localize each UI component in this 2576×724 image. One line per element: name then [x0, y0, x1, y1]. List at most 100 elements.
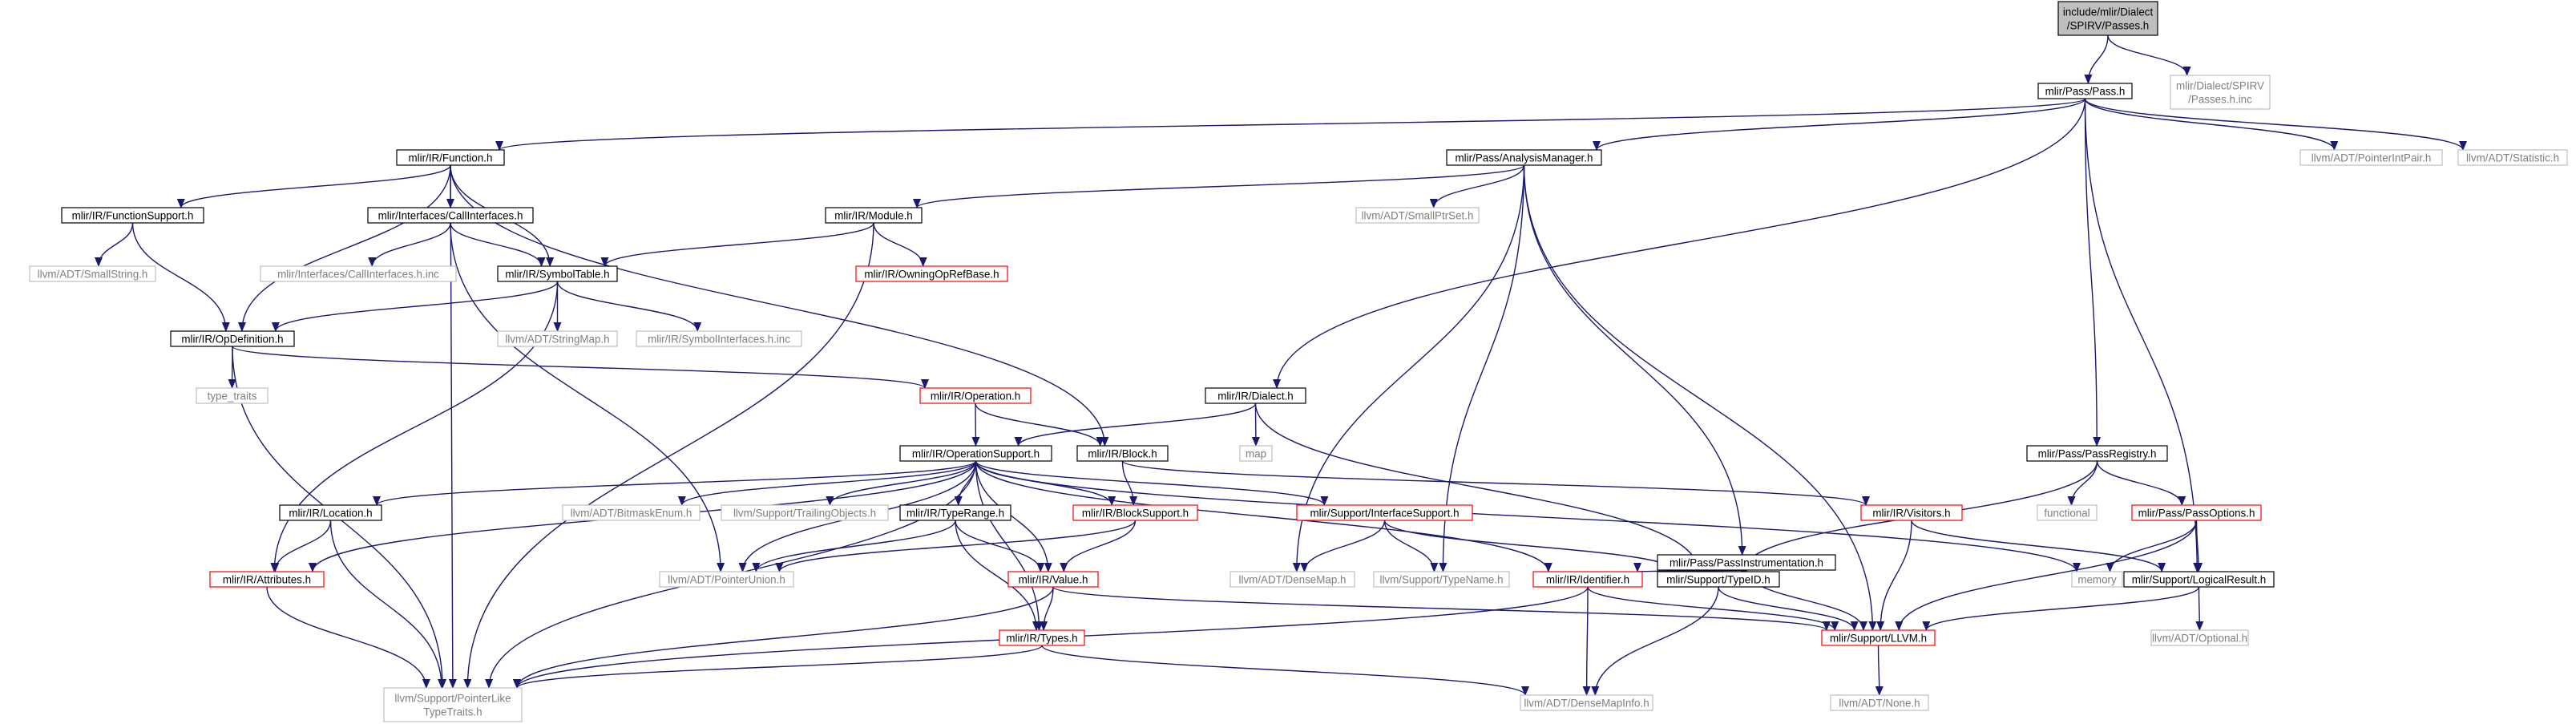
node-callif_inc: mlir/Interfaces/CallInterfaces.h.inc — [260, 265, 457, 282]
node-types[interactable]: mlir/IR/Types.h — [999, 629, 1085, 646]
node-type_traits: type_traits — [196, 387, 269, 404]
edge-types-to-densemapinfo — [1041, 645, 1529, 696]
node-functional-box — [2037, 504, 2098, 521]
edge-opsupport-to-location — [373, 460, 977, 506]
node-pass[interactable]: mlir/Pass/Pass.h — [2037, 83, 2133, 99]
edge-dialect-to-typeid — [1254, 402, 1702, 572]
node-passoptions[interactable]: mlir/Pass/PassOptions.h — [2131, 504, 2262, 521]
edge-operation-to-block — [975, 402, 1104, 447]
edge-funcsupport-to-smallstring — [94, 222, 134, 267]
edge-symtable-to-opdef — [272, 281, 559, 332]
node-attributes-label-0: mlir/IR/Attributes.h — [223, 574, 311, 586]
node-stringmap-box — [497, 330, 618, 347]
node-opsupport[interactable]: mlir/IR/OperationSupport.h — [899, 445, 1052, 462]
node-optional: llvm/ADT/Optional.h — [2150, 629, 2249, 646]
node-llvm[interactable]: mlir/Support/LLVM.h — [1821, 629, 1936, 646]
edge-callif-to-ptrunion — [450, 222, 725, 572]
node-callif[interactable]: mlir/Interfaces/CallInterfaces.h — [367, 207, 534, 224]
node-stringmap-label-0: llvm/ADT/StringMap.h — [505, 334, 609, 346]
edge-pass-to-logicalresult — [2084, 98, 2202, 572]
edge-blocksupport-to-value — [1060, 520, 1137, 572]
node-funcsupport[interactable]: mlir/IR/FunctionSupport.h — [61, 207, 204, 224]
node-optional-box — [2150, 629, 2249, 646]
node-typeid[interactable]: mlir/Support/TypeID.h — [1657, 571, 1780, 588]
edge-callif-to-callif_inc — [368, 222, 451, 267]
node-ptrintpair-label-0: llvm/ADT/PointerIntPair.h — [2312, 152, 2432, 164]
node-function-box — [396, 149, 505, 166]
edge-types-to-ptrliketraits — [513, 645, 1043, 689]
node-ptrliketraits-label-1: TypeTraits.h — [423, 706, 482, 718]
node-root[interactable]: include/mlir/Dialect/SPIRV/Passes.h — [2057, 1, 2158, 36]
edge-location-to-attributes — [271, 520, 332, 572]
node-blocksupport[interactable]: mlir/IR/BlockSupport.h — [1072, 504, 1198, 521]
node-location[interactable]: mlir/IR/Location.h — [279, 504, 382, 521]
node-identifier[interactable]: mlir/IR/Identifier.h — [1532, 571, 1643, 588]
node-passinstr-box — [1657, 554, 1836, 571]
edge-module-to-ptrliketraits — [463, 222, 874, 689]
node-module-box — [825, 207, 923, 224]
node-function-label-0: mlir/IR/Function.h — [409, 152, 493, 164]
edge-value-to-llvm — [1052, 586, 1831, 631]
node-symtable-box — [497, 265, 618, 282]
node-opdef[interactable]: mlir/IR/OpDefinition.h — [170, 330, 295, 347]
edge-visitors-to-llvm — [1876, 520, 1912, 631]
node-symtable-label-0: mlir/IR/SymbolTable.h — [505, 269, 609, 281]
node-statistic-box — [2457, 149, 2568, 166]
node-funcsupport-box — [61, 207, 204, 224]
node-dialect[interactable]: mlir/IR/Dialect.h — [1205, 387, 1306, 404]
node-identifier-box — [1532, 571, 1643, 588]
node-passes_inc-label-0: mlir/Dialect/SPIRV — [2176, 80, 2264, 92]
edge-opsupport-to-trailing — [826, 460, 977, 506]
node-typerange[interactable]: mlir/IR/TypeRange.h — [899, 504, 1011, 521]
node-passregistry-label-0: mlir/Pass/PassRegistry.h — [2038, 448, 2157, 460]
node-map-label-0: map — [1246, 448, 1266, 460]
edge-module-to-owningref — [873, 222, 927, 267]
node-operation[interactable]: mlir/IR/Operation.h — [919, 387, 1032, 404]
node-owningref-label-0: mlir/IR/OwningOpRefBase.h — [864, 269, 999, 281]
node-densemapinfo: llvm/ADT/DenseMapInfo.h — [1520, 694, 1653, 711]
node-map: map — [1239, 445, 1273, 462]
node-callif_inc-label-0: mlir/Interfaces/CallInterfaces.h.inc — [277, 269, 439, 281]
node-pass-box — [2037, 83, 2133, 99]
node-analysis[interactable]: mlir/Pass/AnalysisManager.h — [1446, 149, 1602, 166]
edge-analysis-to-llvm — [1523, 164, 1877, 631]
node-passinstr[interactable]: mlir/Pass/PassInstrumentation.h — [1657, 554, 1836, 571]
node-owningref[interactable]: mlir/IR/OwningOpRefBase.h — [855, 265, 1008, 282]
node-pass-label-0: mlir/Pass/Pass.h — [2045, 86, 2126, 98]
node-passes_inc-box — [2170, 75, 2271, 110]
node-smallstring-label-0: llvm/ADT/SmallString.h — [38, 269, 148, 281]
node-operation-label-0: mlir/IR/Operation.h — [931, 390, 1020, 402]
edge-logicalresult-to-optional — [2195, 586, 2204, 631]
edge-typeid-to-densemapinfo — [1591, 586, 1719, 696]
node-funcsupport-label-0: mlir/IR/FunctionSupport.h — [72, 210, 194, 222]
node-analysis-label-0: mlir/Pass/AnalysisManager.h — [1456, 152, 1593, 164]
node-opdef-label-0: mlir/IR/OpDefinition.h — [181, 334, 283, 346]
edge-location-to-ptrliketraits — [329, 520, 446, 689]
node-visitors[interactable]: mlir/IR/Visitors.h — [1860, 504, 1963, 521]
node-ptrliketraits-label-0: llvm/Support/PointerLike — [394, 693, 511, 705]
node-function[interactable]: mlir/IR/Function.h — [396, 149, 505, 166]
node-bitmaskenum: llvm/ADT/BitmaskEnum.h — [562, 504, 701, 521]
node-memory: memory — [2071, 571, 2123, 588]
node-logicalresult[interactable]: mlir/Support/LogicalResult.h — [2123, 571, 2275, 588]
node-attributes[interactable]: mlir/IR/Attributes.h — [209, 571, 325, 588]
edge-module-to-symtable — [600, 222, 874, 267]
node-passregistry[interactable]: mlir/Pass/PassRegistry.h — [2026, 445, 2168, 462]
node-value[interactable]: mlir/IR/Value.h — [1007, 571, 1099, 588]
edge-pass-to-statistic — [2084, 98, 2467, 151]
node-callif-box — [367, 207, 534, 224]
node-ifsupport[interactable]: mlir/Support/InterfaceSupport.h — [1296, 504, 1473, 521]
node-functional: functional — [2037, 504, 2098, 521]
node-symtable[interactable]: mlir/IR/SymbolTable.h — [497, 265, 618, 282]
node-bitmaskenum-label-0: llvm/ADT/BitmaskEnum.h — [571, 508, 692, 520]
node-trailing: llvm/Support/TrailingObjects.h — [721, 504, 889, 521]
edge-value-to-ptrliketraits — [513, 586, 1054, 689]
node-module[interactable]: mlir/IR/Module.h — [825, 207, 923, 224]
node-block[interactable]: mlir/IR/Block.h — [1076, 445, 1169, 462]
edge-logicalresult-to-llvm — [1922, 586, 2200, 631]
edge-opsupport-to-identifier — [975, 460, 1552, 572]
edge-block-to-visitors — [1121, 460, 1870, 506]
node-smallstring-box — [29, 265, 156, 282]
node-type_traits-label-0: type_traits — [208, 390, 257, 402]
